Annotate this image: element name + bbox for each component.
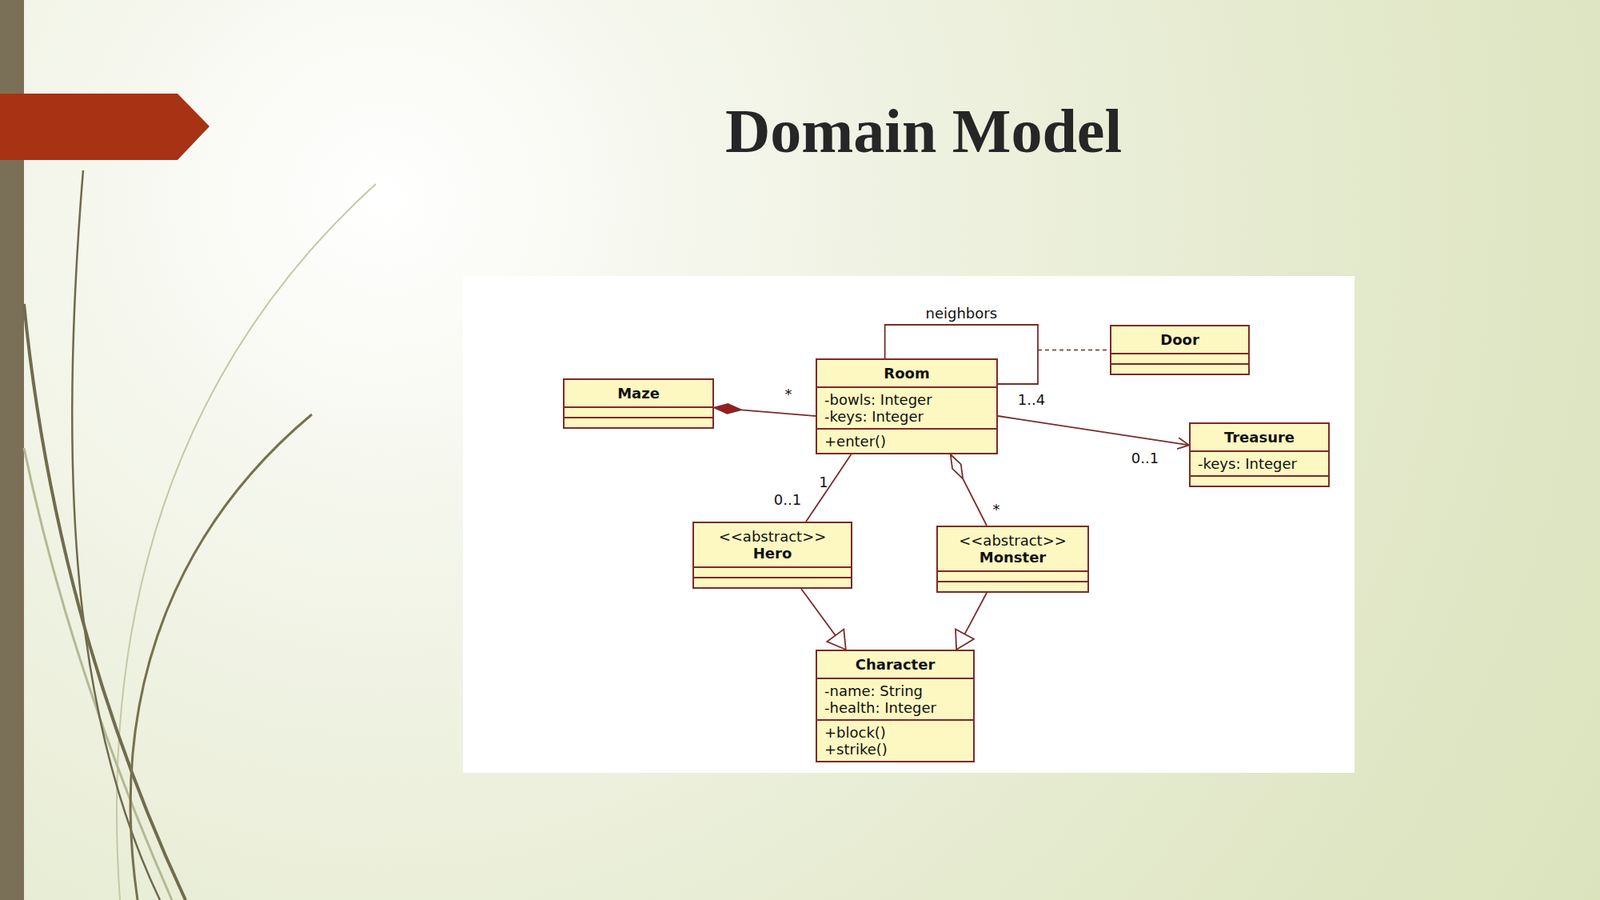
class-box: Treasure -keys: Integer bbox=[1189, 422, 1330, 487]
attribute: -keys: Integer bbox=[1197, 454, 1321, 472]
attribute-compartment: -name: String-health: Integer bbox=[817, 677, 974, 719]
class-name: Treasure bbox=[1197, 428, 1321, 446]
association-name: neighbors bbox=[923, 304, 1001, 322]
operation-compartment bbox=[564, 416, 713, 427]
name-compartment: Room bbox=[817, 359, 997, 387]
name-compartment: Character bbox=[817, 650, 974, 678]
attribute: -name: String bbox=[824, 682, 966, 699]
association-line bbox=[801, 588, 836, 635]
arrowhead bbox=[1177, 437, 1190, 449]
attribute: -health: Integer bbox=[824, 698, 966, 716]
operation: +strike() bbox=[824, 740, 966, 758]
class-box: Room -bowls: Integer-keys: Integer +enter(… bbox=[815, 358, 998, 455]
operation-compartment: +block()+strike() bbox=[817, 718, 974, 761]
name-compartment: <<abstract>>Hero bbox=[694, 522, 851, 567]
attribute: -keys: Integer bbox=[824, 407, 990, 425]
class-box: Maze bbox=[562, 378, 715, 429]
title-arrow bbox=[0, 93, 210, 160]
class-box: Door bbox=[1109, 324, 1250, 376]
arrowhead bbox=[950, 454, 963, 479]
class-name: Hero bbox=[701, 544, 844, 562]
attribute-compartment: -keys: Integer bbox=[1190, 450, 1329, 475]
operation-compartment bbox=[937, 580, 1088, 591]
multiplicity: 1..4 bbox=[1015, 391, 1048, 408]
multiplicity: * bbox=[782, 385, 795, 403]
attribute-compartment bbox=[1111, 352, 1249, 364]
arrowhead bbox=[955, 628, 974, 650]
slide-title: Domain Model bbox=[563, 92, 1284, 170]
association-line bbox=[741, 409, 816, 416]
decor-curves bbox=[23, 170, 376, 900]
multiplicity: * bbox=[990, 500, 1003, 518]
class-name: Character bbox=[824, 655, 966, 673]
association-line bbox=[805, 454, 851, 522]
name-compartment: <<abstract>>Monster bbox=[937, 526, 1088, 571]
class-name: Room bbox=[824, 364, 990, 382]
class-name: Maze bbox=[571, 384, 706, 402]
attribute-compartment: -bowls: Integer-keys: Integer bbox=[817, 386, 997, 428]
arrowhead bbox=[826, 629, 846, 650]
multiplicity: 0..1 bbox=[1129, 449, 1162, 467]
operation-compartment bbox=[1111, 363, 1249, 374]
arrowhead bbox=[714, 403, 742, 414]
operation-compartment: +enter() bbox=[817, 427, 997, 453]
attribute-compartment bbox=[564, 406, 713, 417]
association-class-link bbox=[1037, 349, 1110, 352]
operation: +enter() bbox=[824, 432, 990, 450]
diagram-panel bbox=[462, 275, 1355, 773]
stereotype: <<abstract>> bbox=[945, 531, 1081, 549]
class-name: Door bbox=[1118, 331, 1241, 348]
attribute-compartment bbox=[937, 570, 1088, 581]
class-name: Monster bbox=[945, 548, 1081, 566]
name-compartment: Door bbox=[1111, 326, 1249, 353]
multiplicity: 0..1 bbox=[771, 490, 804, 508]
class-box: <<abstract>>Hero bbox=[692, 521, 853, 589]
stereotype: <<abstract>> bbox=[701, 527, 844, 545]
class-box: Character-name: String-health: Integer+b… bbox=[815, 649, 975, 763]
association-line bbox=[997, 415, 1190, 445]
association-line bbox=[964, 592, 987, 635]
attribute-compartment bbox=[694, 566, 851, 577]
multiplicity: 1 bbox=[816, 473, 830, 491]
operation-compartment bbox=[1190, 474, 1329, 486]
class-box: <<abstract>>Monster bbox=[936, 525, 1090, 593]
attribute: -bowls: Integer bbox=[824, 391, 990, 408]
name-compartment: Maze bbox=[564, 379, 713, 407]
name-compartment: Treasure bbox=[1190, 423, 1329, 451]
operation: +block() bbox=[824, 723, 966, 741]
operation-compartment bbox=[694, 576, 851, 587]
association-line bbox=[962, 478, 987, 526]
